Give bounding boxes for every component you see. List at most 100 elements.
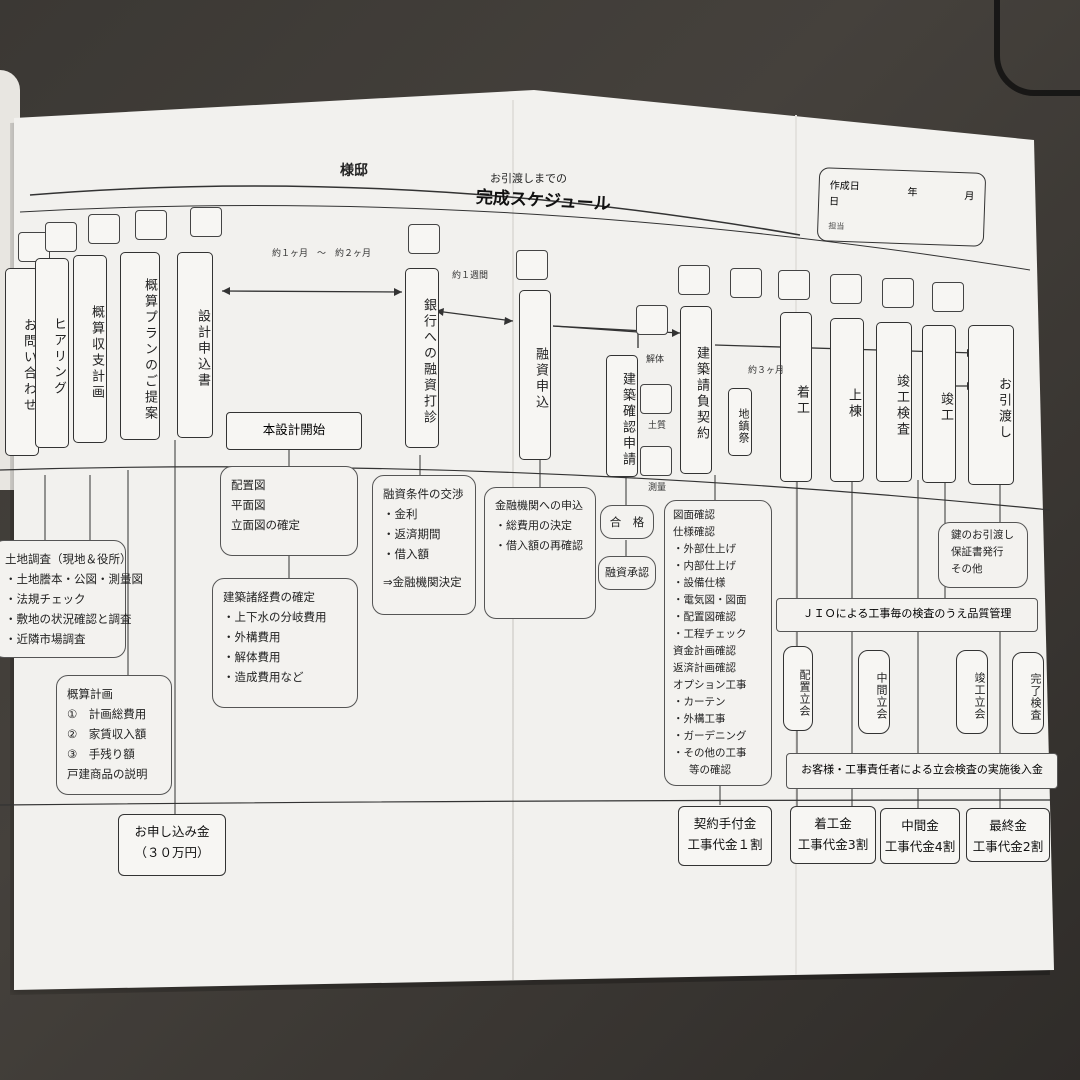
label-survey: 測量 (648, 483, 667, 493)
check-line: 資金計画確認 (673, 645, 736, 657)
keys-line: 保証書発行 (951, 546, 1004, 558)
costs-line: ・造成費用など (223, 670, 304, 684)
payment-line: 工事代金１割 (687, 837, 763, 852)
loan-approval-box: 融資承認 (598, 556, 656, 590)
client-inspection-note: お客様・工事責任者による立会検査の実施後入金 (786, 753, 1058, 789)
loan-terms-line: ・金利 (383, 507, 418, 521)
check-line: ・外構工事 (673, 713, 726, 725)
placement-walk-box: 配置立会 (783, 646, 813, 731)
check-line: ・設備仕様 (673, 577, 726, 589)
survey-line: ・法規チェック (5, 592, 86, 606)
final-inspection-box: 完了検査 (1012, 652, 1044, 734)
label-demolition: 解体 (646, 355, 665, 365)
drawing-check-box: 図面確認 仕様確認 ・外部仕上げ ・内部仕上げ ・設備仕様 ・電気図・図面 ・配… (664, 500, 772, 786)
checkbox-complete (932, 282, 964, 312)
checkbox-frame (830, 274, 862, 304)
checkbox-inquiry (18, 232, 50, 262)
checkbox-survey (640, 384, 672, 414)
check-line: ・電気図・図面 (673, 594, 747, 606)
bank-apply-line: ・借入額の再確認 (495, 539, 583, 552)
check-line: オプション工事 (673, 679, 747, 691)
step-frame: 上棟 (830, 318, 864, 482)
loan-terms-box: 融資条件の交渉 ・金利 ・返済期間 ・借入額 ⇒金融機関決定 (372, 475, 476, 615)
survey-box: 土地調査（現地＆役所） ・土地謄本・公図・測量図 ・法規チェック ・敷地の状況確… (0, 540, 143, 658)
final-payment-box: 最終金 工事代金2割 (966, 808, 1050, 862)
step-plan: 概算プランのご提案 (120, 252, 160, 440)
jio-inspection-banner: ＪＩＯによる工事毎の検査のうえ品質管理 (776, 598, 1038, 632)
checkbox-contract (678, 265, 710, 295)
keys-line: 鍵のお引渡し (951, 529, 1014, 541)
midway-payment-box: 中間金 工事代金4割 (880, 808, 960, 864)
check-line: ・外部仕上げ (673, 543, 736, 555)
contract-deposit-box: 契約手付金 工事代金１割 (678, 806, 772, 866)
checkbox-hearing (45, 222, 77, 252)
checkbox-budget (88, 214, 120, 244)
created-label: 作成日 (829, 180, 860, 193)
payment-line: 中間金 (901, 818, 939, 833)
step-start: 着工 (780, 312, 812, 482)
checkbox-inspect (882, 278, 914, 308)
step-complete: 竣工 (922, 325, 956, 483)
cable (994, 0, 1080, 96)
step-contract: 建築請負契約 (680, 306, 712, 474)
day-label: 日 (828, 196, 840, 208)
step-inspect: 竣工検査 (876, 322, 912, 482)
budget-plan-box: 概算計画 ① 計画総費用 ② 家賃収入額 ③ 手残り額 戸建商品の説明 (56, 675, 172, 795)
checkbox-loan (516, 250, 548, 280)
keys-line: その他 (951, 563, 983, 575)
budget-line: ③ 手残り額 (67, 747, 135, 761)
bank-apply-line: ・総費用の決定 (495, 519, 572, 532)
loan-terms-line: 融資条件の交渉 (383, 487, 464, 501)
drawings-line: 立面図の確定 (231, 518, 300, 532)
step-design: 設計申込書 (177, 252, 213, 438)
check-line: 返済計画確認 (673, 662, 736, 674)
costs-line: ・上下水の分岐費用 (223, 610, 327, 624)
step-budget: 概算収支計画 (73, 255, 107, 443)
loan-terms-line: ⇒金融機関決定 (383, 575, 462, 589)
costs-line: 建築諸経費の確定 (223, 590, 315, 604)
fold-line-right (795, 115, 797, 975)
date-box: 作成日 年 月 日 担当 (816, 167, 987, 247)
checkbox-permit (636, 305, 668, 335)
application-fee-box: お申し込み金 （３０万円） (118, 814, 226, 876)
survey-line: ・敷地の状況確認と調査 (5, 612, 132, 626)
step-bank: 銀行への融資打診 (405, 268, 439, 448)
step-permit: 建築確認申請 (606, 355, 638, 477)
step-jichinsai: 地鎮祭 (728, 388, 752, 456)
bank-apply-box: 金融機関への申込 ・総費用の決定 ・借入額の再確認 (484, 487, 596, 619)
check-line: ・工程チェック (673, 628, 747, 640)
payment-line: 工事代金3割 (797, 837, 869, 852)
payment-line: （３０万円） (134, 845, 210, 860)
payment-line: 最終金 (989, 818, 1027, 833)
budget-line: ① 計画総費用 (67, 707, 147, 721)
step-hearing: ヒアリング (35, 258, 69, 448)
survey-line: ・近隣市場調査 (5, 632, 86, 646)
loan-terms-line: ・返済期間 (383, 527, 441, 541)
payment-line: お申し込み金 (134, 824, 210, 839)
timing-1-2-months: 約１ヶ月 ～ 約２ヶ月 (272, 249, 372, 259)
budget-line: 戸建商品の説明 (67, 767, 148, 781)
survey-line: 土地調査（現地＆役所） (5, 552, 132, 566)
check-line: ・その他の工事 (673, 747, 747, 759)
step-inquiry: お問い合わせ (5, 268, 39, 456)
survey-line: ・土地謄本・公図・測量図 (5, 572, 143, 586)
payment-line: 工事代金4割 (884, 839, 956, 854)
subtitle: お引渡しまでの (490, 172, 567, 185)
check-line: ・配置図確認 (673, 611, 736, 623)
checkbox-bank (408, 224, 440, 254)
customer-name-label: 様邸 (340, 163, 368, 179)
check-line: ・内部仕上げ (673, 560, 736, 572)
step-loan: 融資申込 (519, 290, 551, 460)
budget-line: ② 家賃収入額 (67, 727, 147, 741)
payment-line: 着工金 (814, 816, 852, 831)
month-label: 月 (964, 191, 975, 203)
costs-line: ・解体費用 (223, 650, 281, 664)
costs-line: ・外構費用 (223, 630, 281, 644)
keys-box: 鍵のお引渡し 保証書発行 その他 (938, 522, 1028, 588)
start-payment-box: 着工金 工事代金3割 (790, 806, 876, 864)
budget-line: 概算計画 (67, 687, 113, 701)
tanto-label: 担当 (828, 221, 845, 232)
midway-walk-box: 中間立会 (858, 650, 890, 734)
payment-line: 契約手付金 (693, 816, 757, 831)
checkbox-jichinsai (730, 268, 762, 298)
